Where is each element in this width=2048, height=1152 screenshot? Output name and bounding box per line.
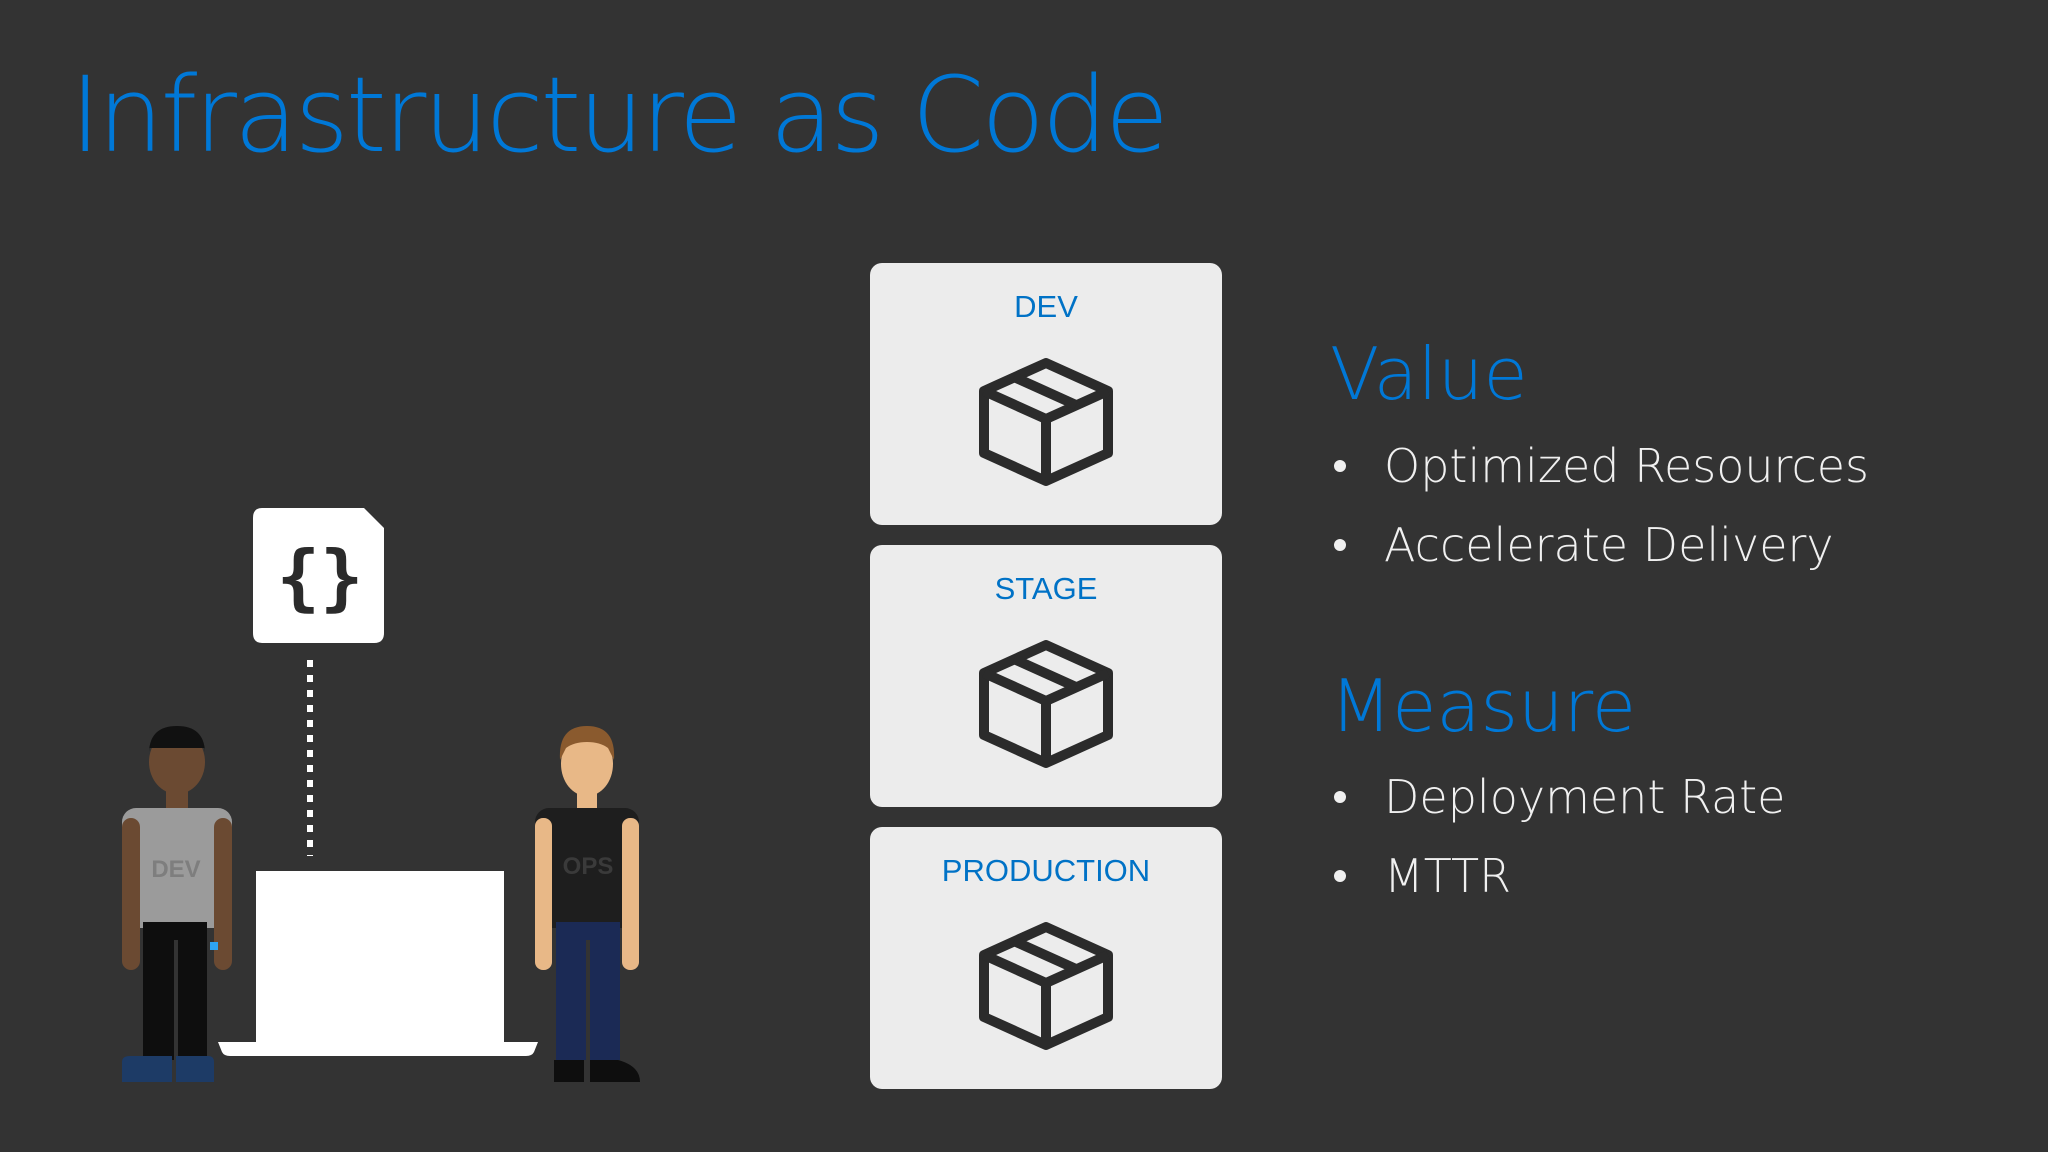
developer-figure: DEV [122, 726, 232, 1082]
slide-title: Infrastructure as Code [70, 54, 1169, 176]
measure-item: MTTR [1330, 853, 1511, 899]
package-icon [979, 358, 1113, 486]
bullet-icon [1334, 790, 1346, 803]
measure-heading: Measure [1330, 664, 1636, 748]
ops-shirt-label: OPS [563, 853, 614, 880]
dev-shirt-label: DEV [151, 856, 200, 883]
value-heading: Value [1330, 332, 1528, 416]
bullet-icon [1334, 538, 1346, 551]
env-label-stage: STAGE [994, 571, 1098, 606]
env-card-stage: STAGE [870, 545, 1222, 807]
measure-item-label: Deployment Rate [1384, 770, 1786, 824]
curly-braces-icon: {} [277, 535, 364, 619]
env-label-production: PRODUCTION [941, 853, 1151, 888]
package-icon [979, 922, 1113, 1050]
value-item: Accelerate Delivery [1330, 522, 1834, 568]
bullet-icon [1334, 459, 1346, 472]
value-item-label: Optimized Resources [1384, 439, 1869, 493]
bullet-icon [1334, 869, 1346, 882]
env-card-production: PRODUCTION [870, 827, 1222, 1089]
devops-illustration: {} DEV OPS [122, 508, 640, 1082]
package-icon [979, 640, 1113, 768]
measure-item: Deployment Rate [1330, 774, 1785, 820]
measure-item-label: MTTR [1384, 849, 1512, 903]
value-item-label: Accelerate Delivery [1384, 518, 1834, 572]
value-item: Optimized Resources [1330, 443, 1869, 489]
env-label-dev: DEV [1014, 289, 1078, 324]
code-file-icon: {} [253, 508, 384, 643]
laptop [218, 871, 538, 1056]
ops-figure: OPS [535, 726, 640, 1082]
env-card-dev: DEV [870, 263, 1222, 525]
